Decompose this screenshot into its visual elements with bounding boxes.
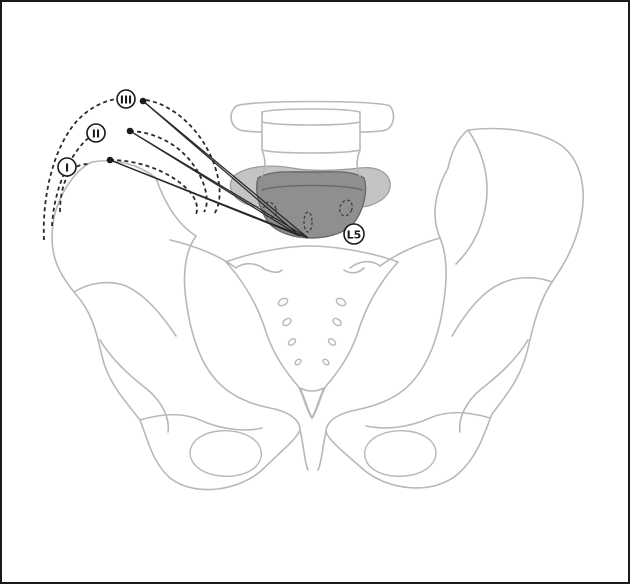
label-badge-L5: L5	[344, 224, 364, 244]
label-II: II	[92, 128, 100, 141]
right-obturator-foramen	[365, 431, 436, 477]
origin-dot-II	[127, 128, 134, 135]
label-L5: L5	[347, 229, 362, 242]
coccyx	[300, 388, 324, 418]
l5-vertebral-body-upper	[262, 109, 360, 153]
label-I: I	[65, 162, 69, 175]
label-badge-III: III	[117, 90, 135, 108]
origin-dot-I	[107, 157, 114, 164]
origin-dot-III	[140, 98, 147, 105]
label-badge-I: I	[58, 158, 76, 176]
pubic-symphysis	[300, 430, 326, 470]
label-badge-II: II	[87, 124, 105, 142]
label-III: III	[120, 94, 132, 107]
left-obturator-foramen	[190, 431, 261, 477]
